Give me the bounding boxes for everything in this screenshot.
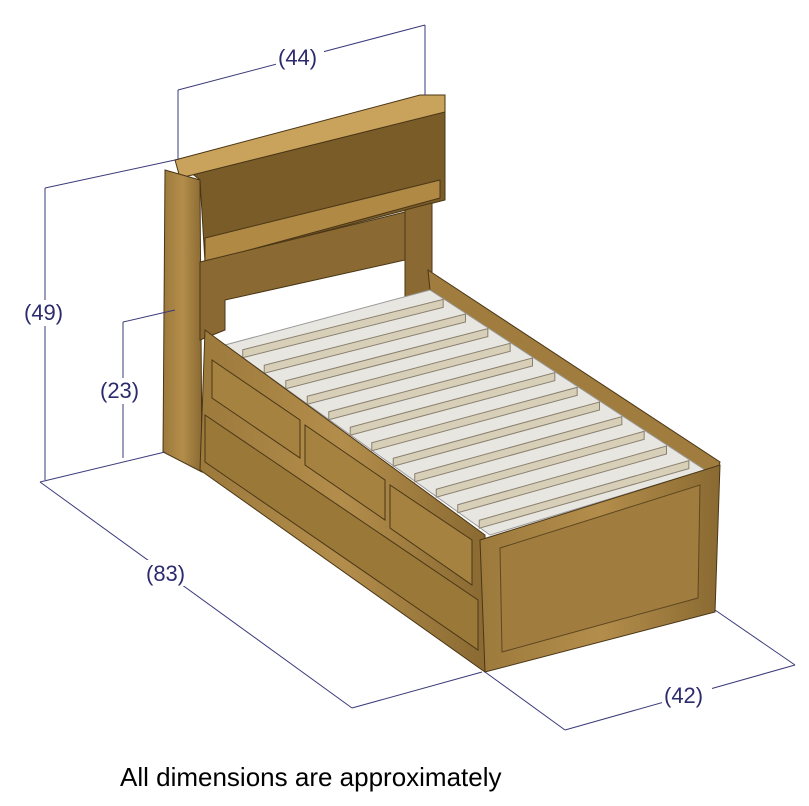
drawer-1: [211, 359, 301, 459]
bed-slat: [414, 416, 623, 483]
headboard-shelf: [204, 179, 441, 263]
footboard-panel: [499, 484, 701, 653]
dimension-label-height-total: (49): [24, 300, 63, 325]
dimension-label-width-foot: (42): [664, 683, 703, 708]
bed-slat: [392, 401, 600, 467]
drawer-3: [389, 484, 473, 586]
bed-slat: [328, 357, 533, 421]
bed: [162, 94, 721, 673]
dimension-label-length: (83): [146, 561, 185, 586]
caption: All dimensions are approximately: [120, 762, 502, 792]
bed-slat: [457, 445, 667, 514]
dimension-label-height-rail: (23): [100, 378, 139, 403]
bed-slat: [435, 430, 645, 498]
drawer-2: [304, 424, 386, 521]
bed-slat: [285, 328, 489, 390]
bed-slat: [349, 372, 556, 436]
dimension-label-width-top: (44): [278, 45, 317, 70]
headboard-lower-panel: [199, 211, 406, 341]
slats: [242, 298, 690, 529]
headboard-left-post: [162, 169, 203, 473]
bed-slat: [263, 313, 466, 374]
bed-slat: [242, 298, 444, 359]
trundle-drawer: [204, 414, 479, 651]
bed-slat: [306, 342, 511, 405]
bed-slat: [478, 460, 690, 529]
bed-slat: [371, 386, 578, 452]
